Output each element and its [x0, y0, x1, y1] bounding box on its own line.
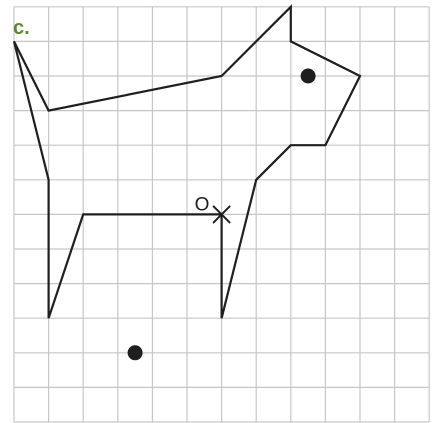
animal-shape-outline: [12, 4, 362, 319]
centre-cross-mark: [212, 205, 231, 224]
part-label: c.: [13, 17, 30, 39]
animal-eye-dot: [300, 68, 316, 84]
centre-label: O: [195, 194, 210, 215]
external-point-dot: [127, 345, 143, 361]
